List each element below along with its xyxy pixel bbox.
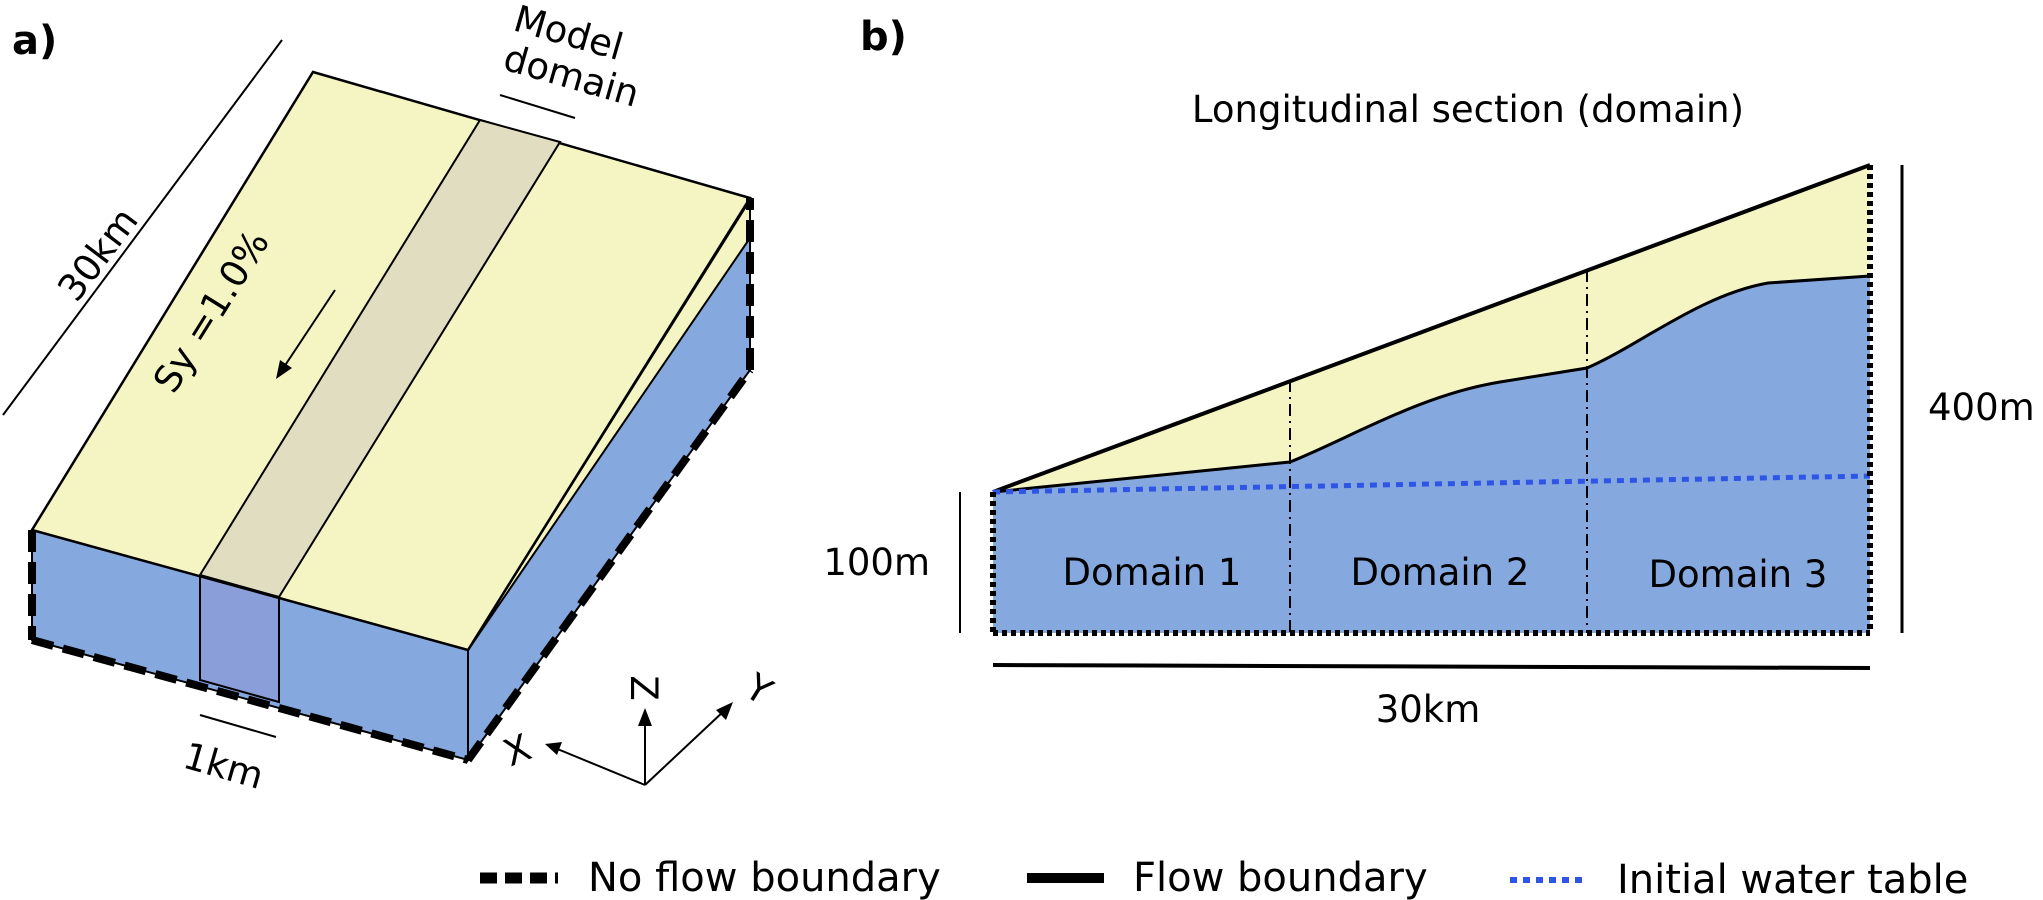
initial-water-table-line <box>992 473 1871 495</box>
legend-flow-label: Flow boundary <box>1133 855 1428 900</box>
domain-3-label: Domain 3 <box>1649 553 1828 596</box>
domain-separators <box>1289 270 1588 633</box>
panel-a-label: a) <box>12 18 57 64</box>
axis-z-label: Z <box>622 675 665 700</box>
width-label: 1km <box>179 734 269 798</box>
length-label: 30km <box>49 200 146 309</box>
width-dimension-line <box>199 714 277 738</box>
groundwater-surface-line <box>992 274 1871 494</box>
legend-water-table-label: Initial water table <box>1617 857 1968 900</box>
section-no-flow-boundaries <box>990 165 1873 636</box>
domain-1-label: Domain 1 <box>1063 551 1242 594</box>
height-left-label: 100m <box>823 541 930 584</box>
length-section-dimension <box>992 663 1871 670</box>
domain-2-label: Domain 2 <box>1351 551 1530 594</box>
panel-a: a) 30km Model domain Sy =1.0% <box>2 0 780 798</box>
axes-triad <box>545 702 733 786</box>
legend-no-flow-label: No flow boundary <box>588 855 941 900</box>
panel-b: b) Longitudinal section (domain) Domain … <box>823 14 2034 731</box>
no-flow-boundary-lines <box>28 198 754 764</box>
panel-b-label: b) <box>860 14 907 60</box>
slope-arrow <box>276 289 336 379</box>
saturated-zone <box>993 276 1870 633</box>
section-title: Longitudinal section (domain) <box>1192 88 1744 131</box>
legend: No flow boundary Flow boundary Initial w… <box>480 855 1968 900</box>
length-dimension-line <box>2 39 283 416</box>
height-right-label: 400m <box>1928 386 2035 429</box>
axis-x-label: X <box>498 726 538 775</box>
channel-strip <box>198 118 562 599</box>
axis-y-label: Y <box>737 665 780 714</box>
ground-surface-line <box>992 163 1871 494</box>
section-length-label: 30km <box>1376 688 1481 731</box>
model-domain-line <box>499 94 576 119</box>
